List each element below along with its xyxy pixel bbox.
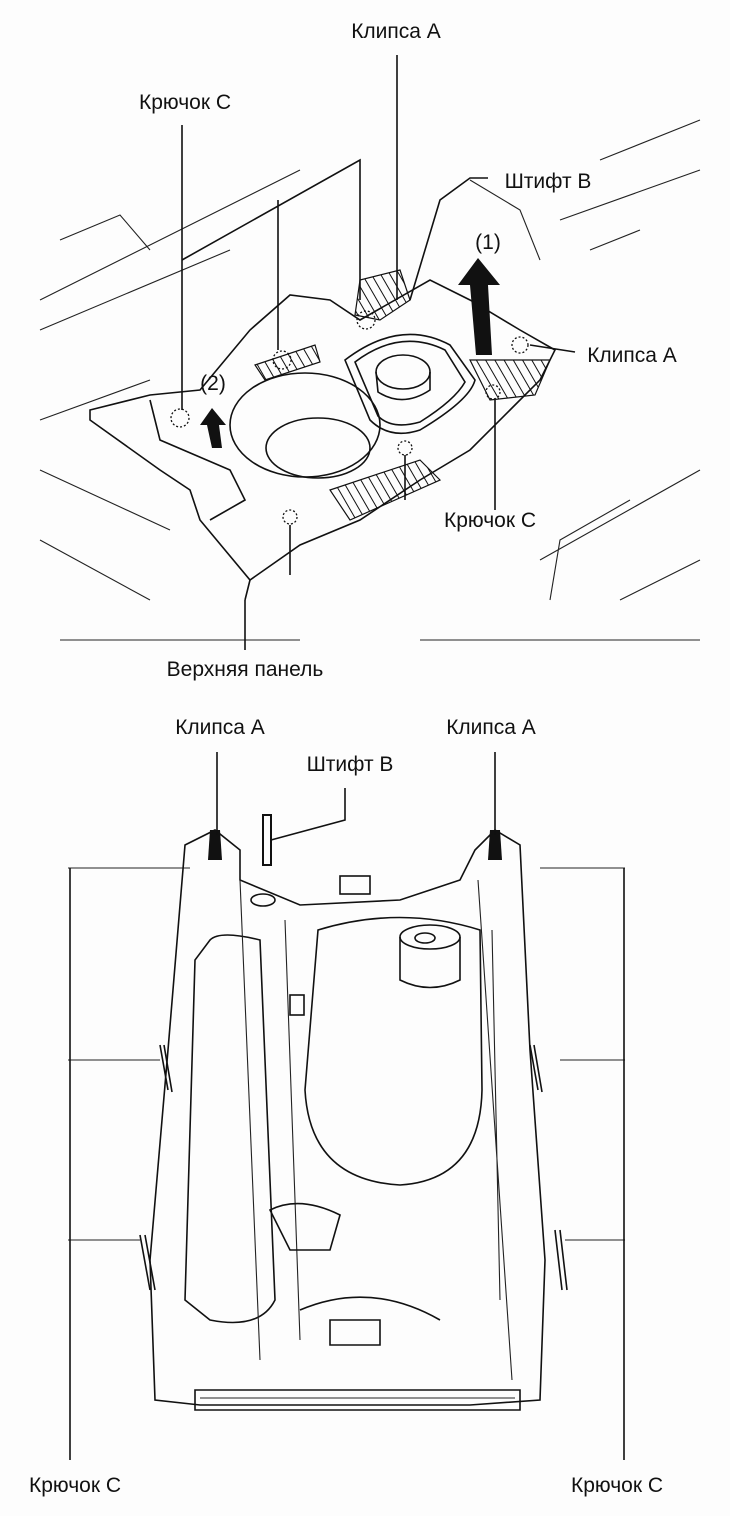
clip-a-right bbox=[488, 830, 502, 860]
label-clip-a-top: Клипса A bbox=[351, 20, 441, 43]
shifter-opening bbox=[344, 333, 476, 435]
pin-b bbox=[262, 814, 272, 866]
lift-arrow-1-icon bbox=[458, 258, 500, 355]
label-pin-b-bottom: Штифт B bbox=[306, 753, 394, 776]
lift-arrow-2-icon bbox=[200, 408, 226, 448]
underside-drawing bbox=[68, 752, 625, 1460]
top-perspective-drawing bbox=[39, 55, 701, 650]
label-clip-a-right-bottom: Клипса A bbox=[446, 716, 536, 739]
label-hook-c-bottom: Крючок C bbox=[443, 509, 537, 532]
label-upper-panel: Верхняя панель bbox=[166, 658, 324, 681]
label-hook-c-left: Крючок C bbox=[138, 91, 232, 114]
label-clip-a-left-bottom: Клипса A bbox=[175, 716, 265, 739]
label-step-2: (2) bbox=[200, 372, 226, 395]
shifter-housing bbox=[304, 916, 483, 1186]
clip-a-left bbox=[208, 830, 222, 860]
label-hook-c-right-bottom: Крючок C bbox=[570, 1474, 664, 1497]
label-step-1: (1) bbox=[475, 231, 501, 254]
label-clip-a-right: Клипса A bbox=[587, 344, 677, 367]
label-hook-c-left-bottom: Крючок C bbox=[28, 1474, 122, 1497]
label-pin-b: Штифт B bbox=[504, 170, 592, 193]
